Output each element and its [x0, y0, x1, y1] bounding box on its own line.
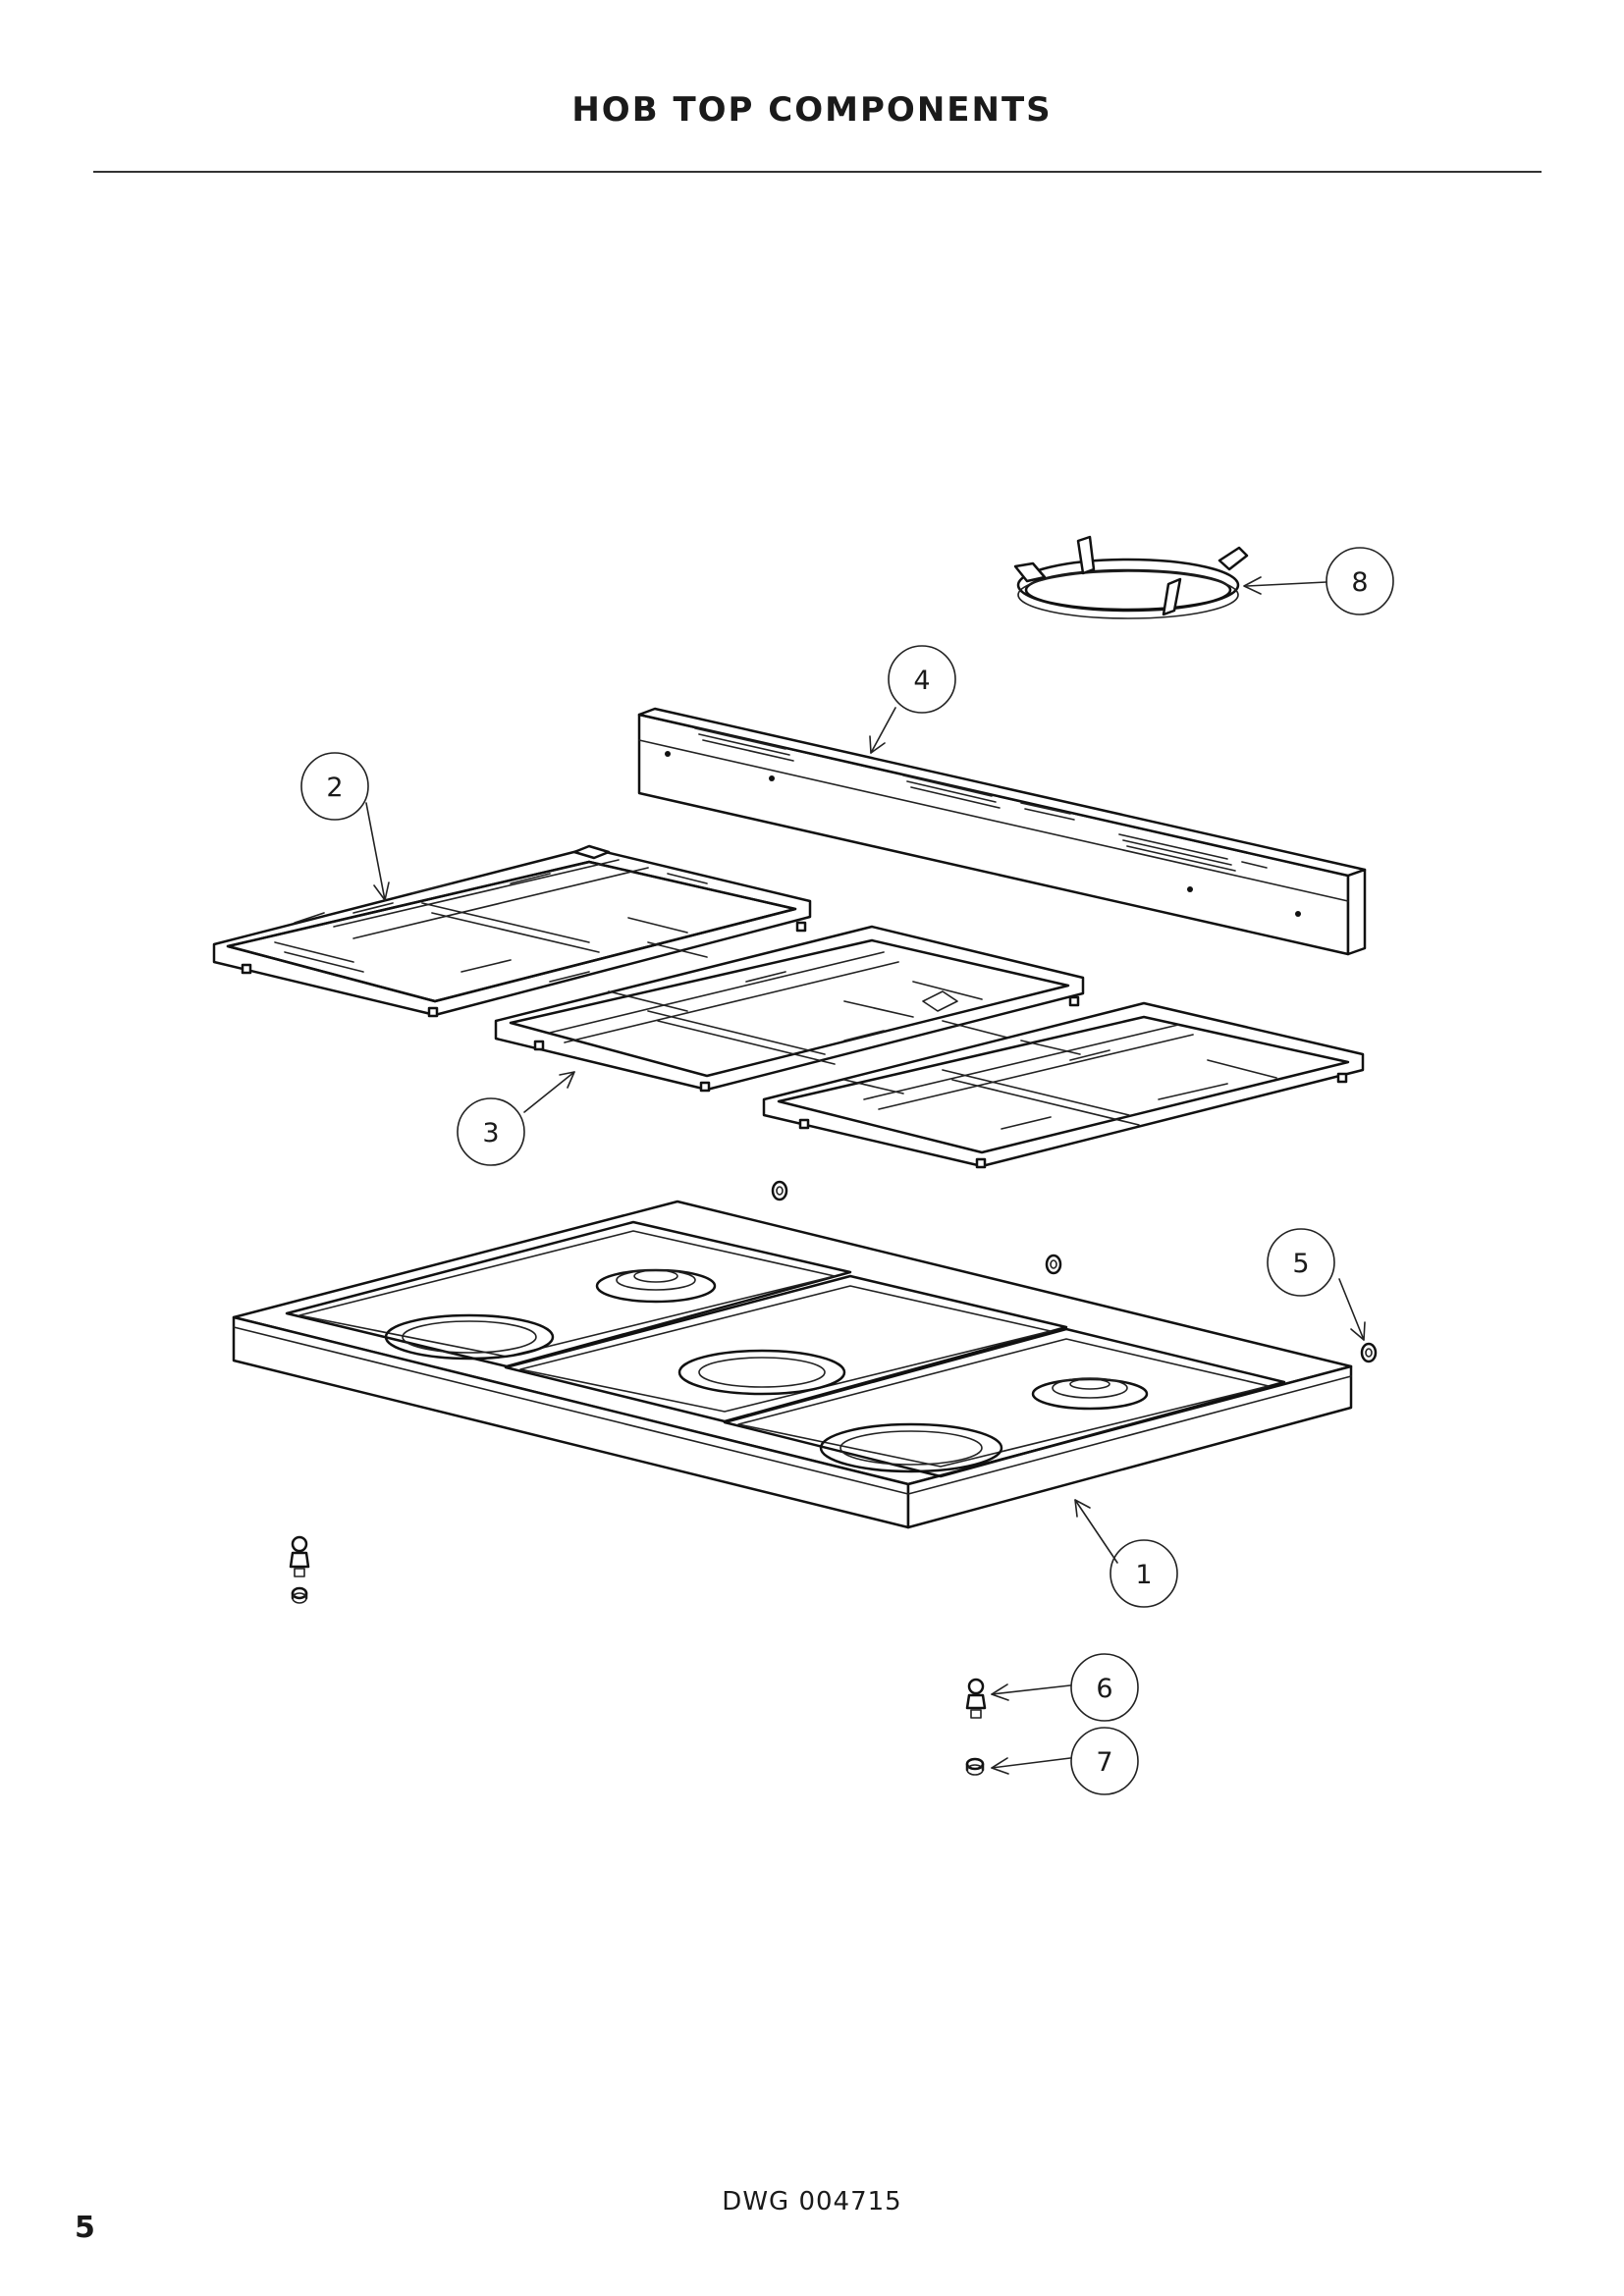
grommet-parts [771, 1180, 1378, 1363]
locating-pin-and-nut-left [289, 1535, 310, 1604]
hob-top-part [232, 1200, 1353, 1529]
callout-label: 6 [1096, 1674, 1112, 1704]
callout-4: 4 [888, 645, 956, 714]
leader-lines [365, 576, 1366, 1775]
callout-8: 8 [1326, 547, 1394, 615]
callout-label: 3 [482, 1118, 499, 1148]
left-trivet-part [212, 844, 812, 1018]
callout-6: 6 [1070, 1653, 1139, 1722]
wok-ring-part [1013, 535, 1249, 619]
callout-label: 4 [913, 666, 930, 696]
drawing-number: DWG 004715 [722, 2187, 902, 2216]
page-title: HOB TOP COMPONENTS [571, 90, 1053, 130]
locating-pin-part [965, 1678, 987, 1719]
callout-label: 1 [1135, 1560, 1152, 1590]
callout-label: 5 [1292, 1249, 1309, 1279]
callout-5: 5 [1267, 1228, 1335, 1297]
callout-3: 3 [457, 1097, 525, 1166]
centre-trivet-part [494, 925, 1085, 1093]
callout-2: 2 [300, 752, 369, 821]
page-number: 5 [75, 2211, 95, 2245]
nut-part [965, 1757, 985, 1776]
callout-label: 7 [1096, 1747, 1112, 1778]
callout-7: 7 [1070, 1727, 1139, 1795]
callout-label: 8 [1351, 567, 1368, 598]
backguard-trim-part [637, 707, 1367, 956]
callout-label: 2 [326, 773, 343, 803]
right-trivet-part [762, 1001, 1365, 1169]
callout-1: 1 [1110, 1539, 1178, 1608]
title-divider [93, 171, 1542, 173]
